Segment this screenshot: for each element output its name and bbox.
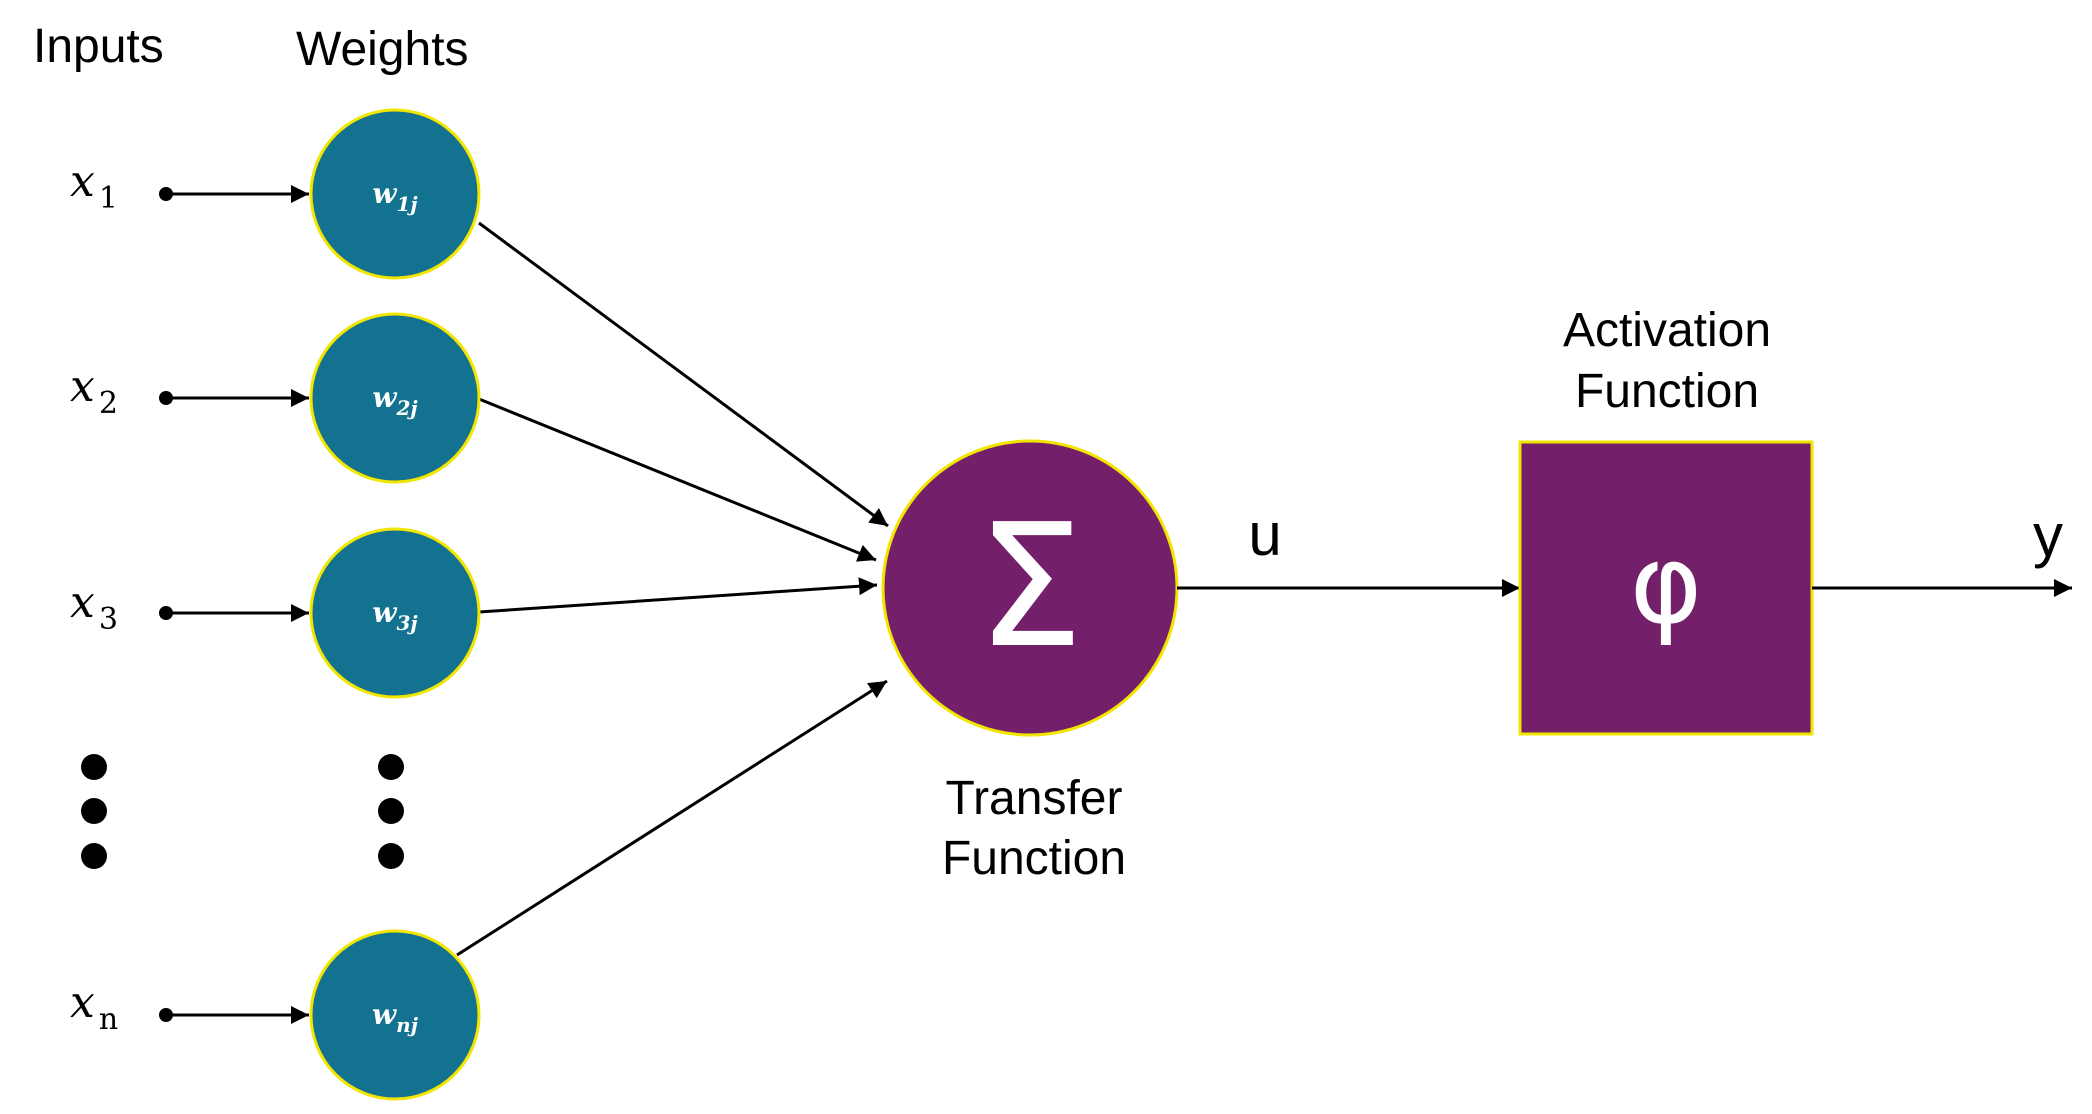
- weight-label-n: wnj: [372, 998, 419, 1037]
- input-connector-n: [159, 1006, 309, 1024]
- y-label: y: [2033, 502, 2063, 569]
- weight-node-n: wnj: [309, 929, 481, 1101]
- transfer-caption-line1: Transfer: [946, 772, 1123, 825]
- sigma-symbol: Σ: [976, 488, 1083, 686]
- activation-box: [1518, 440, 1814, 736]
- weight-node-1: w1j: [309, 108, 481, 280]
- phi-symbol: φ: [1630, 520, 1703, 648]
- ellipsis-dot: [81, 798, 107, 824]
- ellipsis-dot: [378, 798, 404, 824]
- activation-caption-line1: Activation: [1563, 304, 1771, 357]
- weight-node-3: w3j: [309, 527, 481, 699]
- weights-ellipsis: [378, 754, 404, 869]
- weight-circle: [309, 527, 481, 699]
- transfer-caption-line2: Function: [942, 832, 1126, 885]
- weights-header: Weights: [296, 23, 469, 76]
- ellipsis-dot: [81, 843, 107, 869]
- activation-node: φ: [1518, 440, 1814, 736]
- inputs-header: Inputs: [33, 20, 164, 73]
- inputs-ellipsis: [81, 754, 107, 869]
- weight-arrow-3: [478, 577, 878, 614]
- weight-label-2: w2j: [372, 381, 418, 420]
- weight-circle: [309, 929, 481, 1101]
- weight-circle: [309, 108, 481, 280]
- activation-caption-line2: Function: [1575, 365, 1759, 418]
- input-connector-3: [159, 604, 309, 622]
- ellipsis-dot: [378, 843, 404, 869]
- weight-circle: [309, 312, 481, 484]
- input-connector-1: [159, 185, 309, 203]
- weight-label-3: w3j: [372, 596, 418, 635]
- weight-arrow-1: [478, 221, 889, 528]
- weight-node-2: w2j: [309, 312, 481, 484]
- transfer-node: Σ: [881, 439, 1179, 737]
- weight-arrow-n: [456, 679, 888, 957]
- ellipsis-dot: [81, 754, 107, 780]
- u-label: u: [1248, 501, 1281, 568]
- ellipsis-dot: [378, 754, 404, 780]
- weight-label-1: w1j: [372, 177, 418, 216]
- weight-arrow-2: [478, 397, 877, 562]
- input-connector-2: [159, 389, 309, 407]
